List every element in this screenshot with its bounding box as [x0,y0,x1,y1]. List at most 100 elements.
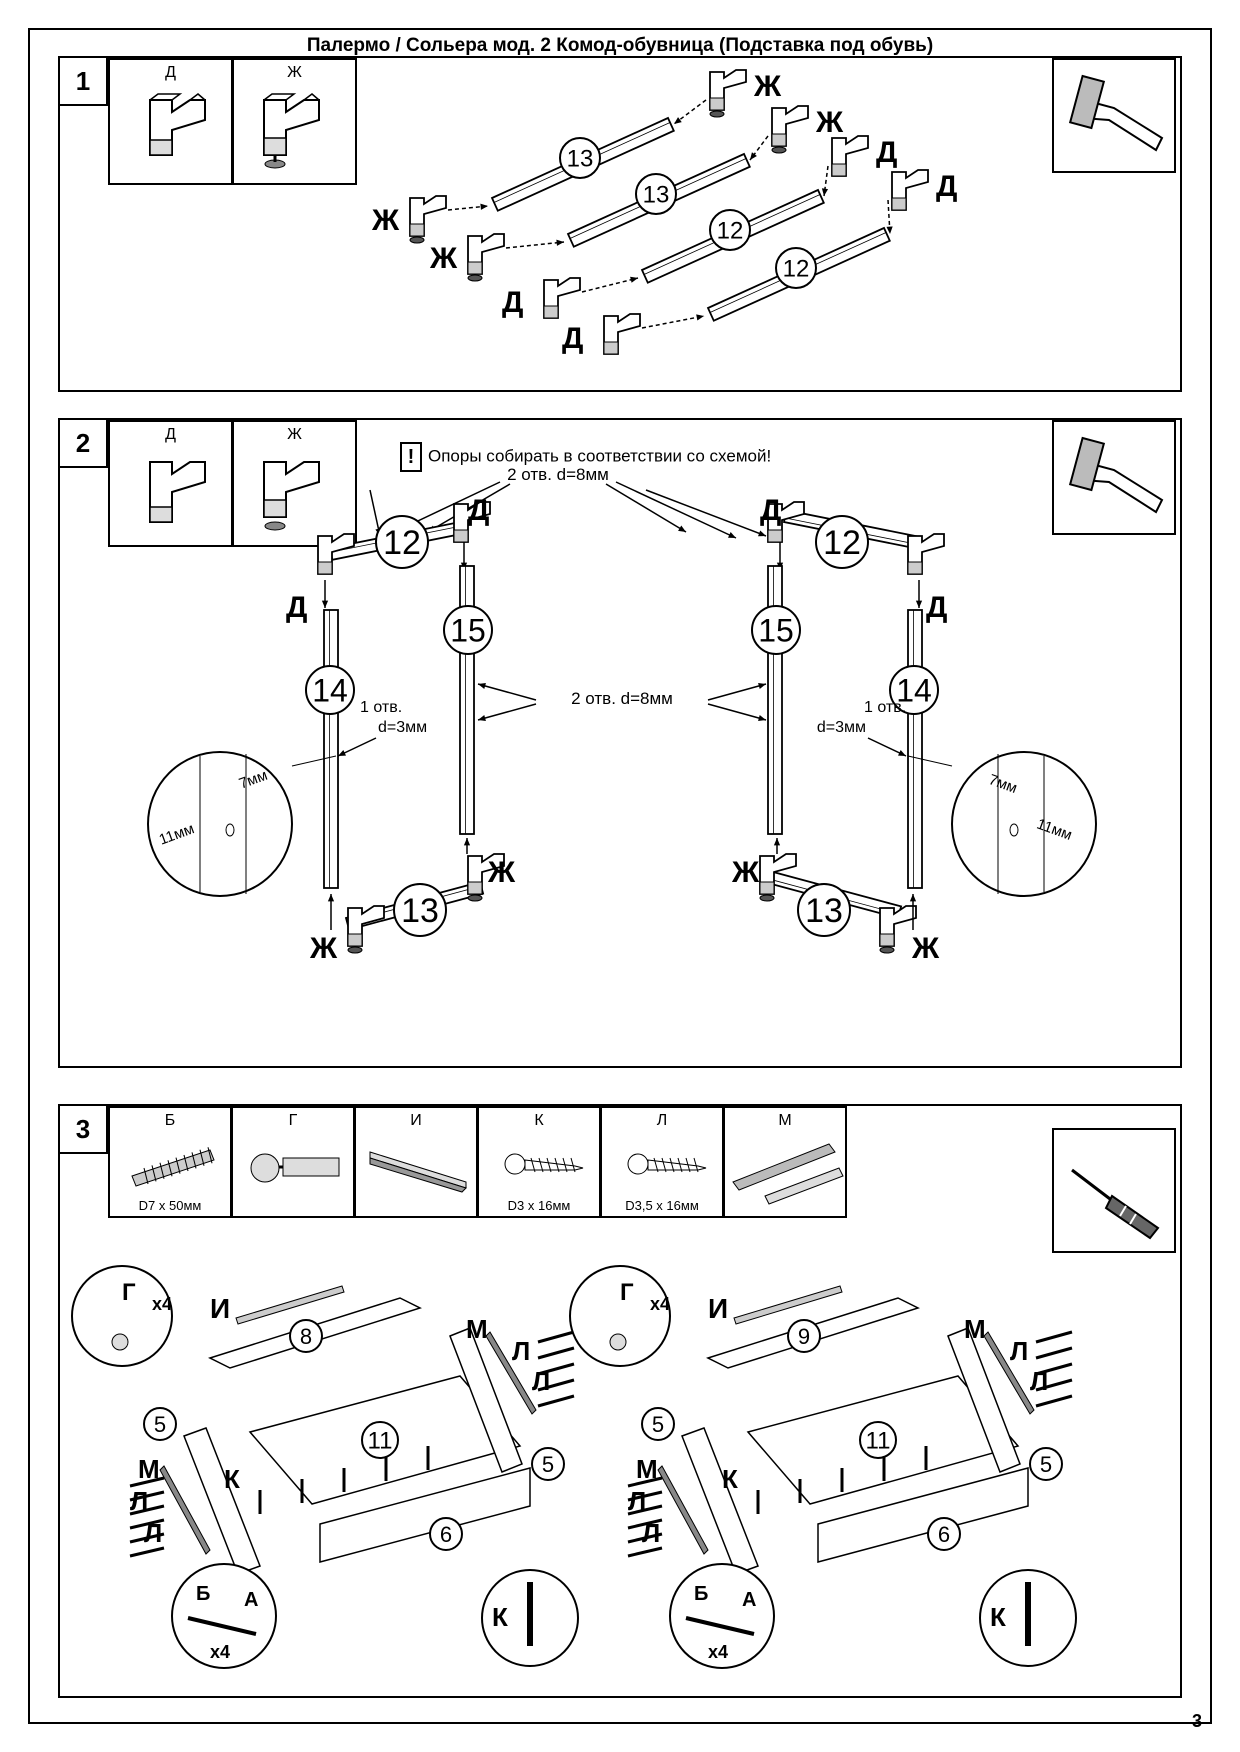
part-letter: М [138,1454,160,1484]
side-panel-left [183,1427,261,1575]
leveling-foot [709,110,725,118]
step-number: 1 [60,58,108,106]
part-letter: Л [1010,1336,1028,1366]
part-number: 13 [401,892,439,930]
part-letter: Д [468,494,489,527]
step-2-section: 2 Д Ж !Опоры собирать в соответствии со … [58,418,1182,1068]
assembly-arrow [581,277,639,293]
part-letter: И [708,1293,728,1324]
leveling-foot [347,946,363,954]
arrow-head [915,600,923,608]
assembly-arrow [477,703,537,721]
hole-note: 2 отв. d=8мм [507,465,609,484]
arrow-head [758,682,766,689]
arrow-head [758,530,766,537]
detail-magnifier [147,751,293,897]
part-letter: М [636,1454,658,1484]
part-label: Ж [287,426,302,443]
detail-leader [291,755,337,767]
arrow-head [886,226,893,234]
arrow-head [463,838,471,846]
dowel-detail-magnifier [171,1563,277,1669]
part-label: К [534,1112,544,1129]
arrow-head [909,894,917,902]
part-number-circle [289,1319,323,1353]
part-number: 5 [1040,1452,1052,1477]
arrow-head [630,276,638,283]
part-letter: Ж [371,204,400,237]
drawer-slide [983,1331,1035,1415]
part-number-circle [305,665,355,715]
connector-cap [467,881,483,895]
page-title: Палермо / Сольера мод. 2 Комод-обувница … [306,35,934,56]
part-number-circle [375,515,429,569]
guide-rail [733,1285,843,1325]
connector-cap [409,223,425,237]
cam-lock [111,1333,129,1351]
part-letter: Д [502,286,523,319]
part-letter: К [224,1464,240,1494]
part-letter: Л [130,1486,148,1516]
part-number-circle [787,1319,821,1353]
part-number-circle [927,1517,961,1551]
arrow-head [728,532,736,538]
part-number: 11 [368,1428,393,1455]
screw [627,1532,663,1544]
hole-note-line: d=3мм [378,719,427,736]
part-number-circle [429,1517,463,1551]
part-number: 13 [643,182,670,209]
corner-connector-icon [149,93,206,156]
leveling-foot-connector-icon [263,93,320,169]
guide-rail-icon [369,1151,467,1193]
dowel-screw-icon [131,1147,215,1187]
part-letter: А [244,1589,258,1611]
part-number: 5 [154,1412,166,1437]
part-label: Д [165,64,176,81]
connector-cap [603,341,619,355]
part-number-circle [393,883,447,937]
drawer-slide [485,1331,537,1415]
assembly-arrow [505,241,565,249]
connector-cap [831,163,847,177]
part-letter: Ж [429,242,458,275]
screw [537,1394,575,1408]
connector-cap [467,261,483,275]
part-number: 6 [440,1522,452,1547]
cam-lock [609,1333,627,1351]
quantity-label: x4 [210,1642,230,1662]
part-number-circle [361,1421,399,1459]
detail-magnifier [951,751,1097,897]
arrow-head [338,750,346,756]
drawer-slide [159,1465,211,1555]
screw [627,1476,663,1488]
part-number-circle [531,1447,565,1481]
part-letter: Д [286,591,307,624]
hammer-icon [1068,436,1164,514]
arrow-head [674,117,682,124]
hammer-icon [1068,74,1164,152]
leveling-foot [409,236,425,244]
detail-leader [907,755,953,767]
part-number-circle [1029,1447,1063,1481]
part-label: Д [165,426,176,443]
part-letter: А [742,1589,756,1611]
page-number: 3 [1191,1711,1202,1731]
front-panel [817,1467,1029,1563]
screw [537,1330,575,1344]
part-number-circle [775,247,817,289]
hole-note-line: d=3мм [817,719,866,736]
connector-cap [907,561,923,575]
arrow-head [696,314,704,321]
part-letter: Л [144,1518,162,1548]
arrow-head [898,750,906,756]
part-letter: Д [926,591,947,624]
part-number-circle [143,1407,177,1441]
part-letter: Ж [487,856,516,889]
part-letter: Г [620,1279,634,1306]
part-number: 14 [896,673,932,709]
hammer-tool-box [1052,420,1176,535]
assembly-arrow [477,683,537,701]
screw [129,1476,165,1488]
